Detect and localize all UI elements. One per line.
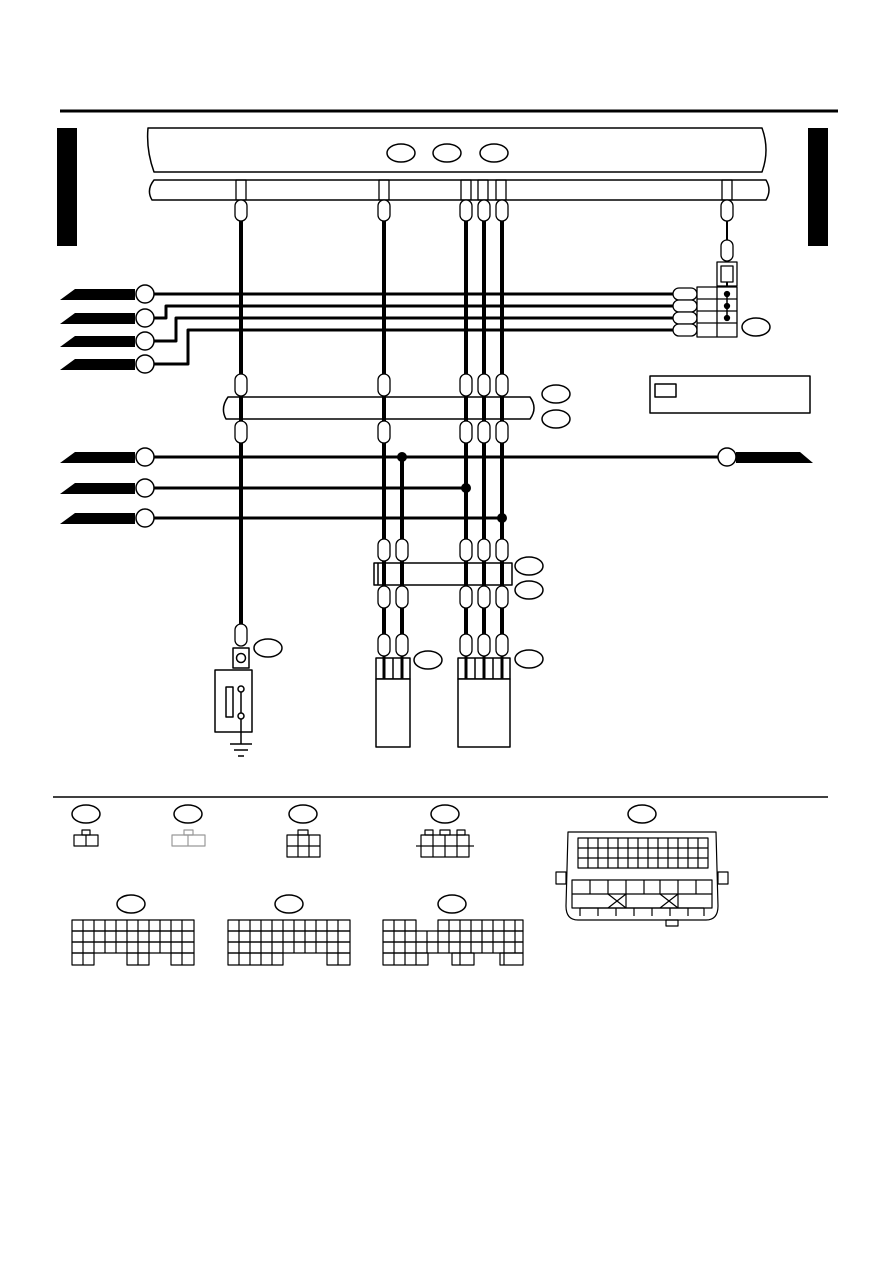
incoming-circles-lower — [135, 447, 737, 528]
component-a-callout — [413, 650, 443, 670]
lower-trunk-through — [382, 561, 504, 586]
connector-view-2 — [171, 804, 206, 847]
middle-callout-a — [541, 384, 571, 404]
lower-strip-callout-a — [514, 556, 544, 576]
middle-callout-b — [541, 409, 571, 429]
connector-view-3 — [286, 804, 321, 858]
harness-callout-3 — [479, 143, 509, 163]
connector-view-7 — [227, 894, 351, 966]
lower-strip-callout-b — [514, 580, 544, 600]
splice-dots — [397, 452, 507, 523]
incoming-arrows-lower — [60, 452, 813, 524]
connector-view-4 — [416, 804, 474, 858]
incoming-arrows-upper — [60, 289, 135, 370]
middle-trunk-through — [239, 396, 504, 421]
connector-view-5-ecu — [555, 804, 729, 927]
left-page-tab — [57, 128, 77, 246]
main-harness-band — [146, 127, 770, 201]
middle-harness-strip — [222, 396, 535, 420]
component-b-callout — [514, 649, 544, 669]
right-page-tab — [808, 128, 828, 246]
harness-callout-1 — [386, 143, 416, 163]
pin-terminals — [234, 199, 734, 657]
ground-symbol — [230, 743, 252, 757]
lower-harness-strip — [373, 562, 513, 586]
switch-component — [214, 647, 253, 744]
upper-bus-wires — [154, 292, 673, 366]
legend-box — [649, 375, 811, 414]
incoming-circles-upper — [135, 284, 155, 374]
lower-bus-wires — [154, 455, 719, 520]
component-b — [457, 656, 511, 748]
connector-view-8 — [382, 894, 524, 966]
switch-callout — [253, 638, 283, 658]
right-connector-callout — [741, 317, 771, 337]
harness-callout-2 — [432, 143, 462, 163]
right-4pin-connector — [672, 261, 738, 338]
connector-view-1 — [71, 804, 101, 847]
component-a — [375, 656, 411, 748]
connector-view-6 — [71, 894, 195, 966]
harness-pin-stubs — [235, 179, 733, 201]
